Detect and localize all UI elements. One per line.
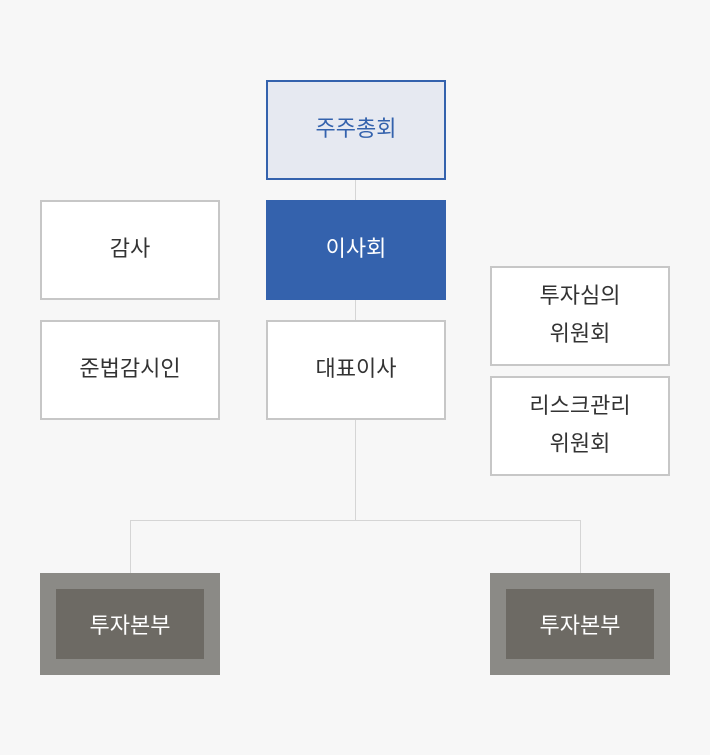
connector-right-division (580, 520, 581, 573)
audit-box: 감사 (40, 200, 220, 300)
investment-committee-box: 투자심의 위원회 (490, 266, 670, 366)
shareholders-meeting-label: 주주총회 (315, 117, 397, 142)
investment-division-right-box: 투자본부 (490, 573, 670, 675)
investment-division-right-inner: 투자본부 (506, 589, 654, 659)
ceo-box: 대표이사 (266, 320, 446, 420)
audit-label: 감사 (109, 237, 151, 262)
ceo-label: 대표이사 (315, 357, 397, 382)
connector-ceo-down (355, 420, 356, 520)
compliance-officer-label: 준법감시인 (79, 357, 181, 382)
connector-board-ceo (355, 300, 356, 320)
investment-division-left-label: 투자본부 (89, 614, 171, 639)
board-of-directors-label: 이사회 (325, 237, 387, 262)
shareholders-meeting-box: 주주총회 (266, 80, 446, 180)
risk-management-committee-label: 리스크관리 위원회 (529, 394, 631, 457)
investment-committee-label: 투자심의 위원회 (539, 284, 621, 347)
investment-division-left-inner: 투자본부 (56, 589, 204, 659)
investment-division-left-box: 투자본부 (40, 573, 220, 675)
compliance-officer-box: 준법감시인 (40, 320, 220, 420)
board-of-directors-box: 이사회 (266, 200, 446, 300)
risk-management-committee-box: 리스크관리 위원회 (490, 376, 670, 476)
connector-left-division (130, 520, 131, 573)
connector-horizontal (130, 520, 581, 521)
connector-shareholders-board (355, 180, 356, 200)
investment-division-right-label: 투자본부 (539, 614, 621, 639)
